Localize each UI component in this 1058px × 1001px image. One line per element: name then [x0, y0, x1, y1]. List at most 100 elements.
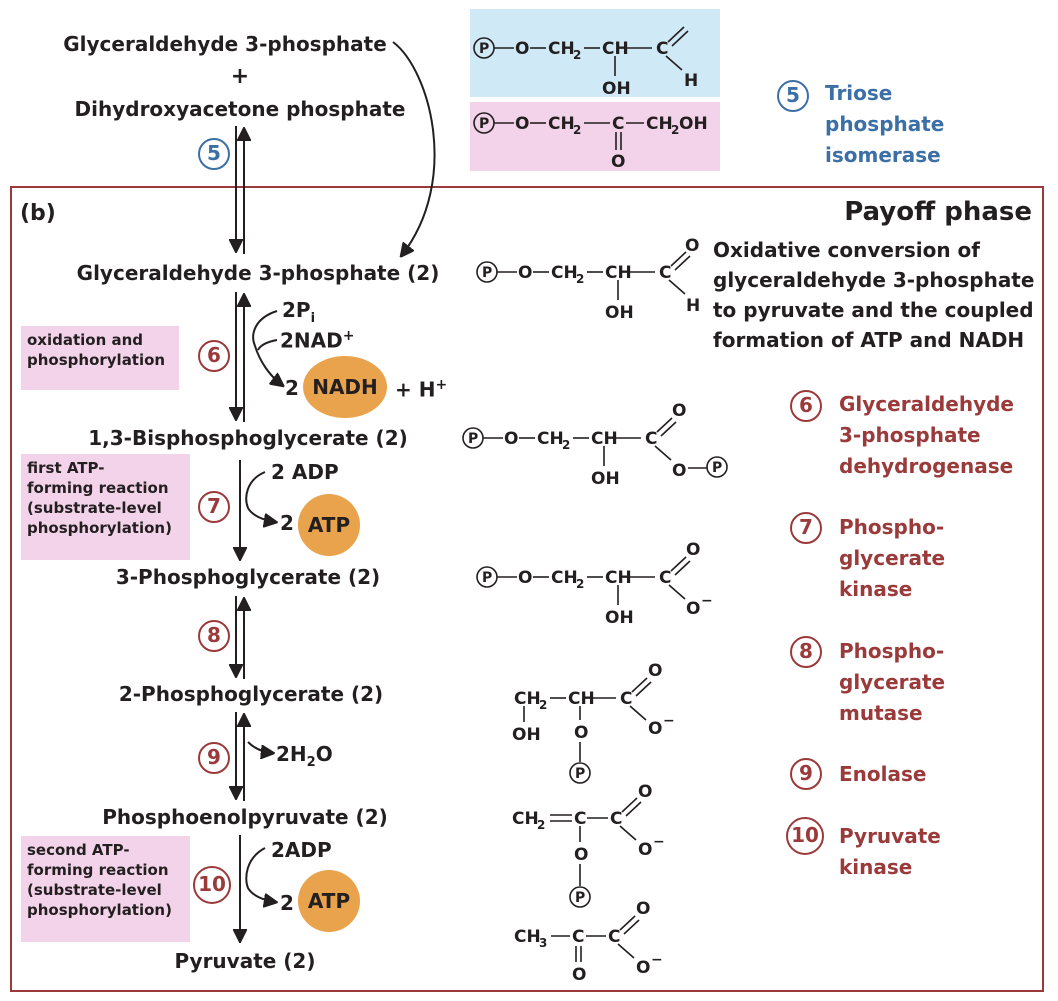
svg-text:CH: CH — [537, 429, 564, 449]
gap-structure-background — [470, 9, 720, 97]
svg-text:C: C — [659, 568, 671, 588]
svg-text:CH: CH — [514, 689, 541, 709]
svg-text:CH: CH — [591, 429, 618, 449]
enzyme-phosphoglycerate-mutase: Phospho- glycerate mutase — [839, 639, 946, 725]
svg-text:C: C — [572, 927, 584, 947]
svg-text:OH: OH — [679, 114, 708, 134]
svg-text:H: H — [684, 71, 698, 91]
cofactor-2pi: 2Pi — [282, 298, 316, 326]
svg-text:O: O — [515, 114, 529, 134]
svg-text:O: O — [611, 152, 625, 172]
svg-text:O: O — [672, 461, 686, 481]
svg-text:−: − — [653, 834, 665, 850]
metabolite-2pg: 2-Phosphoglycerate (2) — [118, 682, 384, 706]
cofactor-h-plus: + H+ — [395, 377, 448, 402]
enzyme-9-marker: 9 — [790, 758, 822, 790]
svg-text:2: 2 — [562, 438, 570, 452]
svg-text:−: − — [651, 952, 663, 968]
svg-text:CH: CH — [548, 39, 575, 59]
svg-text:2: 2 — [537, 818, 545, 832]
svg-text:P: P — [479, 41, 489, 57]
structure-pep: CH2 C O P C O O− — [512, 782, 665, 908]
svg-text:CH: CH — [568, 689, 595, 709]
svg-text:C: C — [620, 689, 632, 709]
svg-text:CH: CH — [605, 263, 632, 283]
cofactor-water: 2H2O — [276, 742, 333, 770]
svg-text:P: P — [575, 890, 585, 906]
svg-text:−: − — [663, 713, 675, 729]
cofactor-2adp-step7: 2 ADP — [271, 460, 339, 484]
enzyme-8-marker: 8 — [790, 636, 822, 668]
step-7-marker: 7 — [198, 491, 230, 523]
svg-text:CH: CH — [551, 568, 578, 588]
enzyme-6-marker: 6 — [790, 390, 822, 422]
svg-text:O: O — [672, 401, 686, 421]
svg-text:O: O — [686, 599, 700, 619]
svg-text:O: O — [518, 568, 532, 588]
svg-text:CH: CH — [548, 114, 575, 134]
cofactor-nadh-coef: 2 — [285, 376, 299, 400]
svg-text:P: P — [482, 570, 492, 586]
svg-text:O: O — [648, 661, 662, 681]
enzyme-pyruvate-kinase: Pyruvate kinase — [839, 824, 941, 879]
structure-gap: P O CH2 CH OH C O H — [476, 236, 700, 323]
svg-text:CH: CH — [602, 39, 629, 59]
cofactor-atp-coef-step10: 2 — [280, 891, 294, 915]
svg-text:O: O — [636, 899, 650, 919]
svg-text:P: P — [575, 766, 585, 782]
step-5-marker: 5 — [198, 138, 230, 170]
step-10-marker: 10 — [193, 866, 231, 904]
svg-text:C: C — [608, 927, 620, 947]
svg-text:OH: OH — [605, 303, 634, 323]
svg-text:2: 2 — [576, 577, 584, 591]
nadh-oval: NADH — [303, 356, 387, 418]
svg-text:OH: OH — [512, 725, 541, 745]
svg-text:2: 2 — [576, 272, 584, 286]
svg-text:O: O — [636, 958, 650, 978]
enzyme-phosphoglycerate-kinase: Phospho- glycerate kinase — [839, 515, 946, 601]
svg-text:OH: OH — [602, 79, 631, 99]
svg-text:O: O — [648, 719, 662, 739]
svg-text:−: − — [701, 593, 713, 609]
enzyme-gapdh: Glyceraldehyde 3-phosphate dehydrogenase — [839, 392, 1014, 478]
top-metabolite-dhap: Dihydroxyacetone phosphate — [74, 97, 406, 121]
plus-sign: + — [230, 64, 250, 89]
note-oxidation-phosphorylation: oxidation and phosphorylation — [21, 326, 179, 390]
cofactor-2adp-step10: 2ADP — [271, 838, 332, 862]
cofactor-atp-coef-step7: 2 — [280, 511, 294, 535]
svg-text:O: O — [518, 263, 532, 283]
svg-text:C: C — [610, 809, 622, 829]
structure-pyruvate: CH3 C O C O O− — [514, 899, 663, 985]
structure-bpg: P O CH2 CH OH C O O P — [462, 401, 728, 489]
svg-text:2: 2 — [573, 123, 581, 137]
payoff-phase-frame — [10, 186, 1044, 992]
structure-gap-top: P O CH2 CH OH C H — [473, 26, 698, 99]
svg-text:P: P — [468, 431, 478, 447]
step-8-marker: 8 — [198, 620, 230, 652]
enzyme-5-marker: 5 — [777, 80, 809, 112]
svg-text:CH: CH — [512, 809, 539, 829]
metabolite-pyruvate: Pyruvate (2) — [174, 949, 316, 973]
structure-3pg: P O CH2 CH OH C O O− — [476, 540, 713, 628]
svg-text:CH: CH — [605, 568, 632, 588]
atp-oval-step10: ATP — [298, 870, 360, 932]
enzyme-enolase: Enolase — [839, 762, 927, 786]
metabolite-gap: Glyceraldehyde 3-phosphate (2) — [76, 261, 440, 285]
svg-text:P: P — [479, 116, 489, 132]
note-second-atp-forming: second ATP- forming reaction (substrate-… — [21, 836, 190, 942]
svg-text:H: H — [686, 296, 700, 316]
svg-text:O: O — [574, 723, 588, 743]
panel-label: (b) — [20, 201, 56, 226]
svg-text:C: C — [645, 429, 657, 449]
svg-text:C: C — [612, 114, 624, 134]
metabolite-bpg: 1,3-Bisphosphoglycerate (2) — [88, 426, 408, 450]
svg-text:O: O — [638, 840, 652, 860]
svg-text:OH: OH — [605, 608, 634, 628]
svg-text:O: O — [515, 39, 529, 59]
svg-text:2: 2 — [671, 123, 679, 137]
atp-oval-step7: ATP — [298, 494, 360, 556]
step-6-marker: 6 — [198, 340, 230, 372]
svg-text:C: C — [656, 39, 668, 59]
